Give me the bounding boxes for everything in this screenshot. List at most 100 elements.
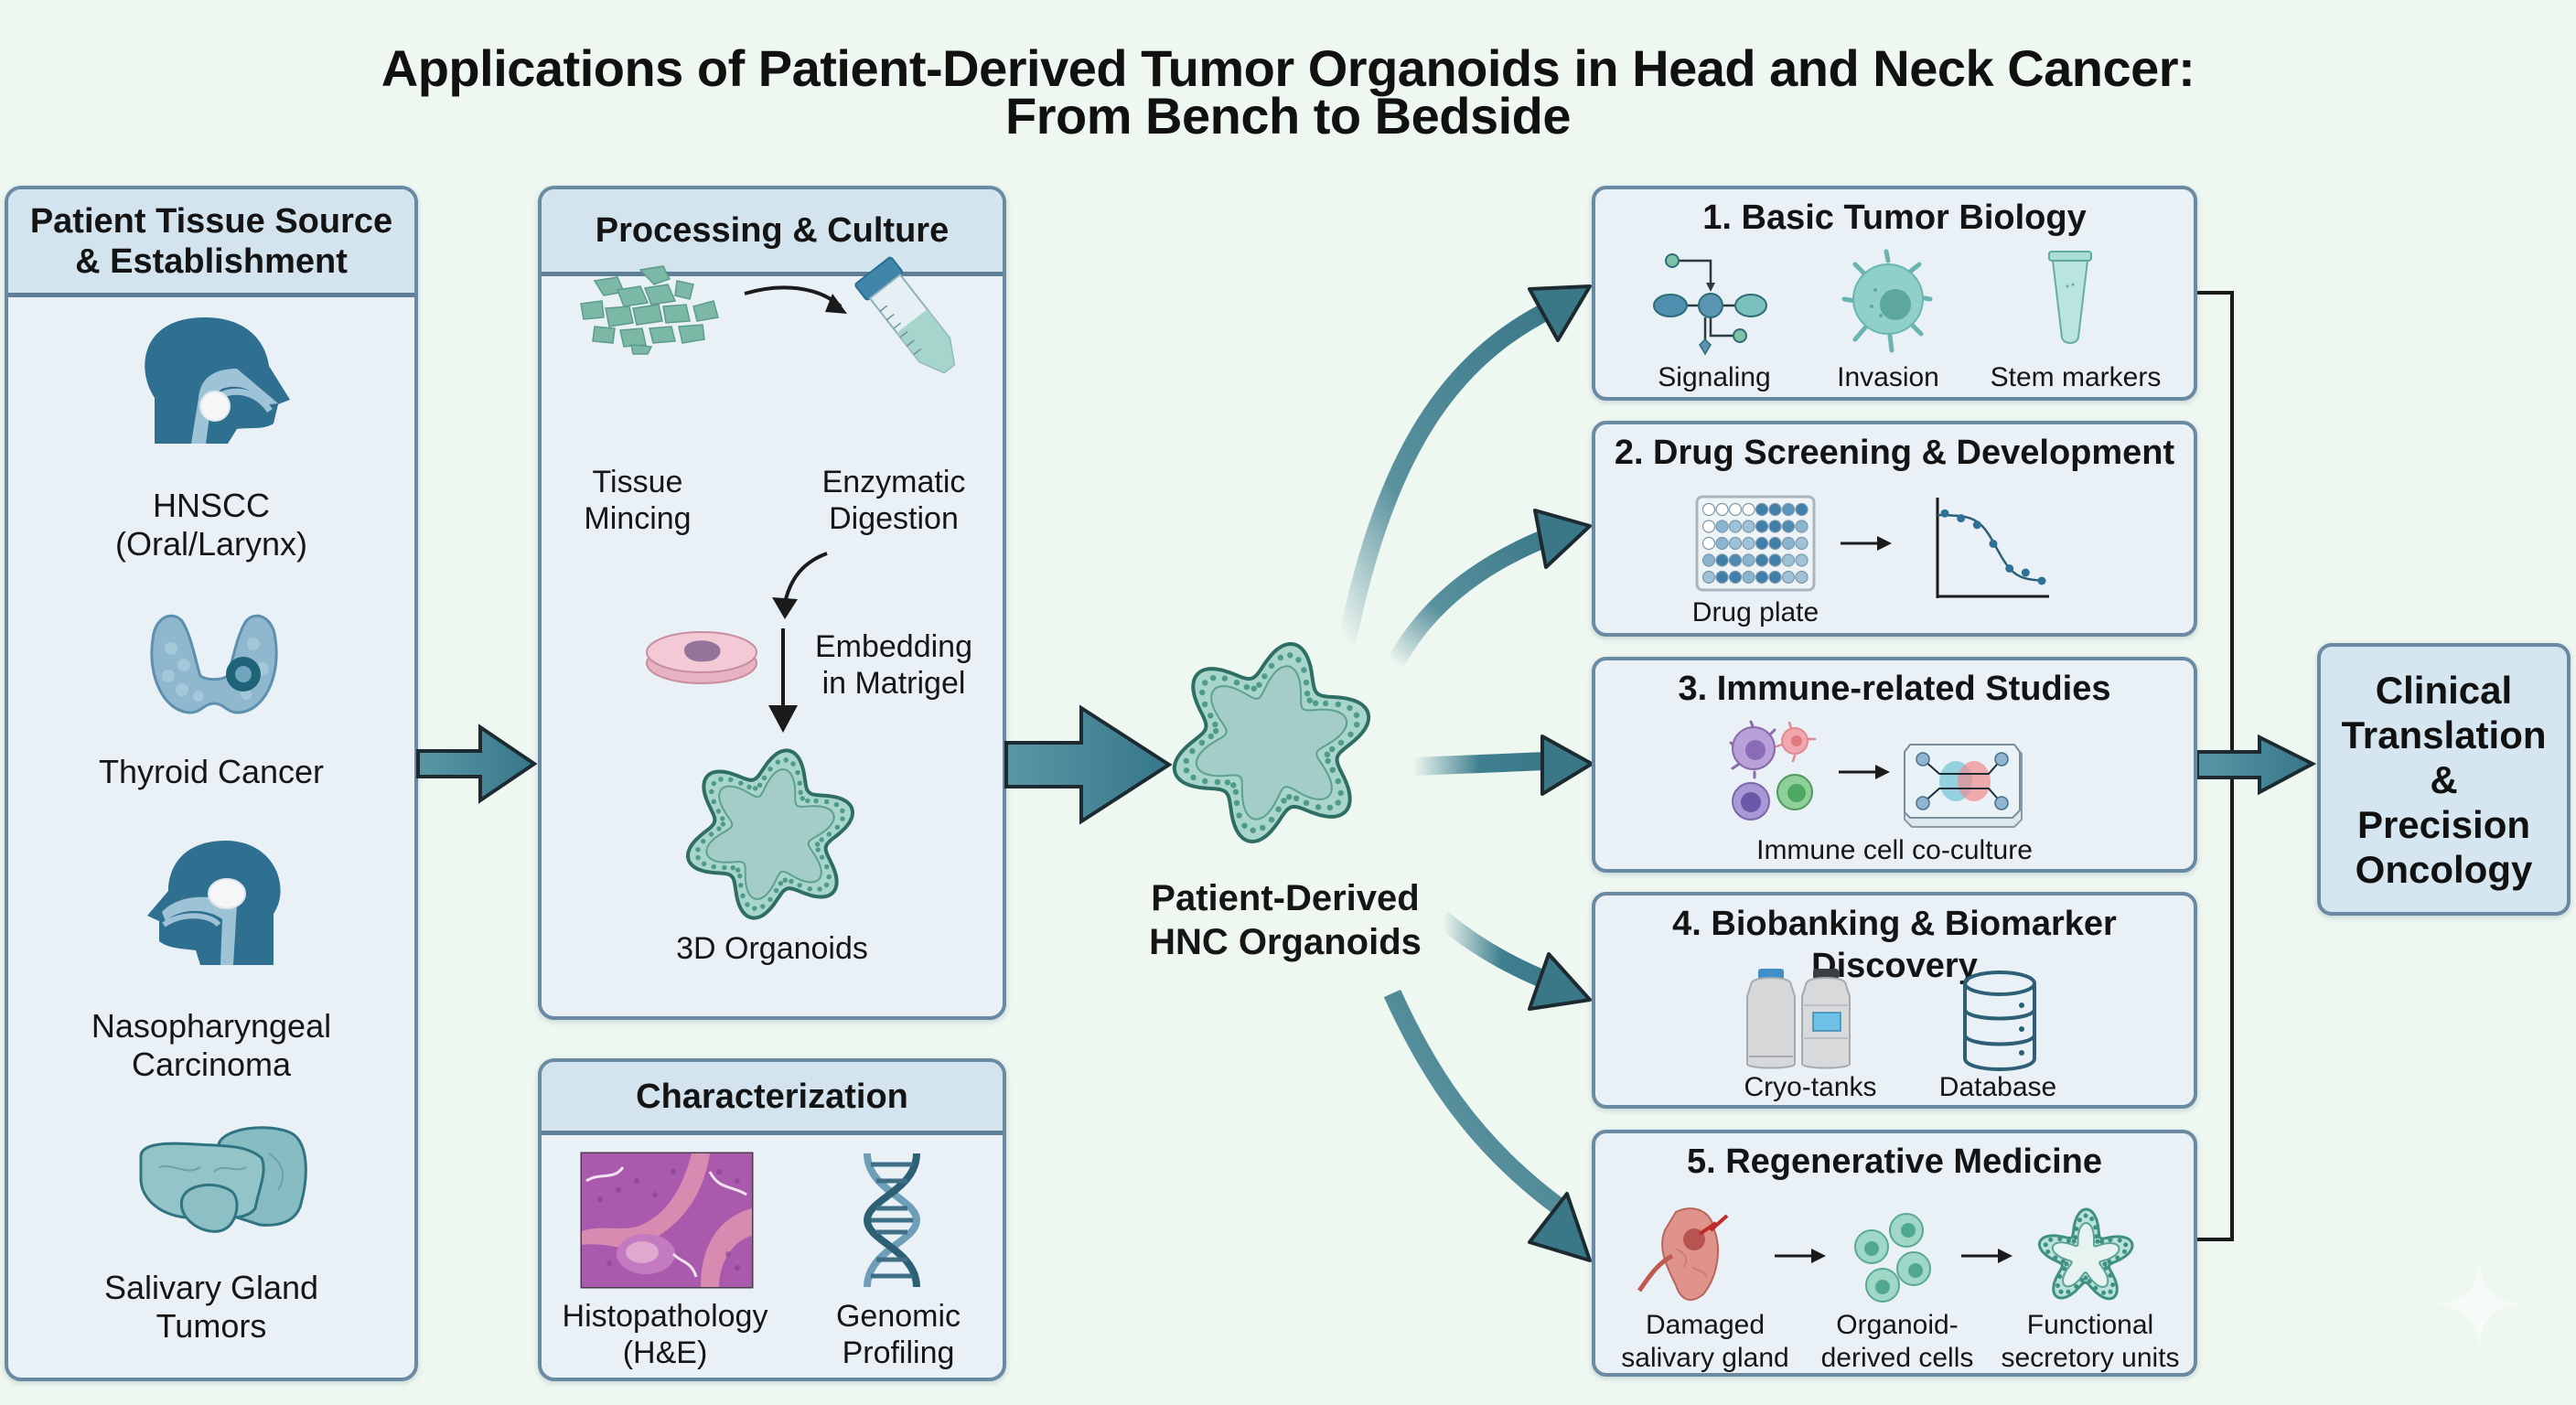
- plate-well: [1755, 570, 1769, 585]
- hnscc-label: HNSCC (Oral/Larynx): [8, 487, 414, 563]
- secretory-unit-cell: [2123, 1242, 2129, 1248]
- nasopharyngeal-label: Nasopharyngeal Carcinoma: [8, 1007, 414, 1084]
- organoid-cell-nucleus: [695, 847, 701, 853]
- histopathology-line-1: Histopathology: [562, 1299, 768, 1334]
- organoid-cell-nucleus: [1221, 675, 1229, 681]
- plate-well: [1742, 553, 1755, 567]
- secretory-unit-cell: [2074, 1227, 2079, 1231]
- organoid-cell-nucleus: [1214, 778, 1221, 786]
- clinical-text: Clinical Translation & Precision Oncolog…: [2341, 668, 2546, 892]
- plate-well: [1755, 536, 1769, 551]
- clinical-line-3: &: [2430, 757, 2458, 801]
- organoid-cell-nucleus: [711, 863, 717, 870]
- microtube-icon: [2048, 251, 2092, 344]
- arrow-to-basic-biology: [1337, 284, 1592, 646]
- secretory-unit-cell: [2043, 1242, 2048, 1248]
- plate-well: [1768, 502, 1782, 517]
- enzymatic-digestion-line-1: Enzymatic: [821, 465, 966, 499]
- secretory-unit-cell: [2099, 1239, 2105, 1244]
- arrow-gland-to-cells: [1775, 1249, 1826, 1263]
- organoid-cell-nucleus: [1337, 789, 1344, 797]
- secretory-unit-cell: [2055, 1283, 2060, 1288]
- organoid-cell-nucleus: [1329, 767, 1336, 773]
- secretory-unit-cell: [2107, 1259, 2112, 1264]
- immune-cells-icon: [1729, 720, 1817, 820]
- genomic-profiling-line-2: Profiling: [842, 1335, 955, 1370]
- cryo-tanks-label: Cryo-tanks: [1744, 1072, 1877, 1102]
- secretory-units-label: Functional secretory units: [1989, 1309, 2192, 1375]
- arrow-mincing-to-digestion: [744, 285, 847, 314]
- organoid-cell-nucleus: [1277, 654, 1284, 661]
- secretory-unit-cell: [2108, 1289, 2113, 1294]
- organoid-cell-nucleus: [738, 883, 744, 888]
- invasion-label: Invasion: [1837, 362, 1939, 392]
- secretory-unit-cell: [2122, 1249, 2127, 1254]
- secretory-unit-cell: [2071, 1239, 2077, 1244]
- secretory-unit-cell: [2108, 1238, 2113, 1242]
- organoid-cell-nucleus: [722, 864, 727, 871]
- clinical-line-2: Translation: [2341, 713, 2547, 756]
- organoid-cell-nucleus: [1259, 824, 1266, 831]
- organoid-cell-nucleus: [1198, 739, 1206, 746]
- thyroid-icon: [150, 614, 278, 714]
- dose-response-point: [2005, 564, 2014, 573]
- organoid-cell-nucleus: [805, 798, 810, 804]
- secretory-unit-cell: [2066, 1289, 2071, 1294]
- organoid-cell-nucleus: [1268, 662, 1275, 670]
- organoid-cell-nucleus: [833, 801, 840, 808]
- arrow-embedding-to-organoids: [768, 628, 798, 733]
- organoid-cell-nucleus: [826, 831, 832, 837]
- center-label-line-2: HNC Organoids: [1149, 922, 1422, 962]
- invasive-cell-icon: [1841, 249, 1933, 353]
- tissue-mincing-line-2: Mincing: [584, 501, 692, 536]
- organoid-cell-nucleus: [701, 861, 707, 867]
- organoid-cell-nucleus: [1285, 793, 1293, 800]
- secretory-unit-cell: [2057, 1237, 2063, 1241]
- plate-well: [1701, 520, 1716, 533]
- embedding-line-2: in Matrigel: [821, 666, 966, 701]
- embedding-label: Embedding in Matrigel: [789, 628, 999, 702]
- dose-response-point: [1957, 514, 1966, 523]
- conical-tube-icon: [854, 256, 956, 374]
- organoid-cell-nucleus: [775, 759, 781, 765]
- salivary-label-line-1: Salivary Gland: [103, 1269, 319, 1306]
- processing-panel: Processing & Culture: [538, 186, 1006, 1020]
- organoid-cell-nucleus: [1208, 733, 1215, 740]
- organoid-cell-nucleus: [819, 854, 825, 860]
- biobanking-title: 4. Biobanking & Biomarker Discovery: [1672, 905, 2117, 985]
- application-drug-screening: 2. Drug Screening & Development Drug pla…: [1592, 421, 2197, 637]
- microfluidic-chip-icon: [1904, 744, 2023, 828]
- secretory-unit-cell: [2079, 1278, 2085, 1283]
- organoid-cell-nucleus: [797, 780, 802, 786]
- plate-well: [1715, 536, 1729, 551]
- organoid-cell-nucleus: [1353, 721, 1360, 728]
- hnscc-label-line-1: HNSCC: [152, 487, 270, 524]
- organoid-cell-nucleus: [1201, 701, 1208, 708]
- organoid-cell-nucleus: [1275, 806, 1282, 812]
- organoid-cell-nucleus: [1325, 757, 1331, 765]
- plate-well: [1701, 570, 1716, 585]
- salivary-label-line-2: Tumors: [156, 1307, 267, 1345]
- arrow-cells-to-units: [1961, 1249, 2012, 1263]
- plate-well: [1795, 553, 1809, 567]
- organoid-cell-nucleus: [840, 808, 845, 814]
- regenerative-title: 5. Regenerative Medicine: [1686, 1142, 2103, 1181]
- organoid-cell-nucleus: [715, 809, 722, 814]
- secretory-unit-cell: [2074, 1284, 2079, 1289]
- dose-response-point: [1940, 509, 1949, 518]
- organoid-lumen: [705, 768, 835, 900]
- secretory-unit-cell: [2083, 1213, 2088, 1218]
- plate-well: [1728, 553, 1743, 567]
- organoid-cell-nucleus: [1236, 812, 1242, 819]
- signaling-label: Signaling: [1658, 362, 1771, 392]
- embedding-line-1: Embedding: [814, 629, 972, 664]
- organoid-cell-nucleus: [773, 887, 779, 894]
- organoid-cell-nucleus: [1335, 701, 1342, 708]
- organoid-cell-nucleus: [1230, 782, 1237, 788]
- organoid-cell-nucleus: [834, 824, 841, 831]
- center-label-line-1: Patient-Derived: [1151, 878, 1420, 918]
- plate-well: [1701, 502, 1716, 517]
- organoid-cell-nucleus: [708, 831, 714, 837]
- plate-well: [1768, 570, 1782, 585]
- secretory-unit-cell: [2103, 1265, 2109, 1271]
